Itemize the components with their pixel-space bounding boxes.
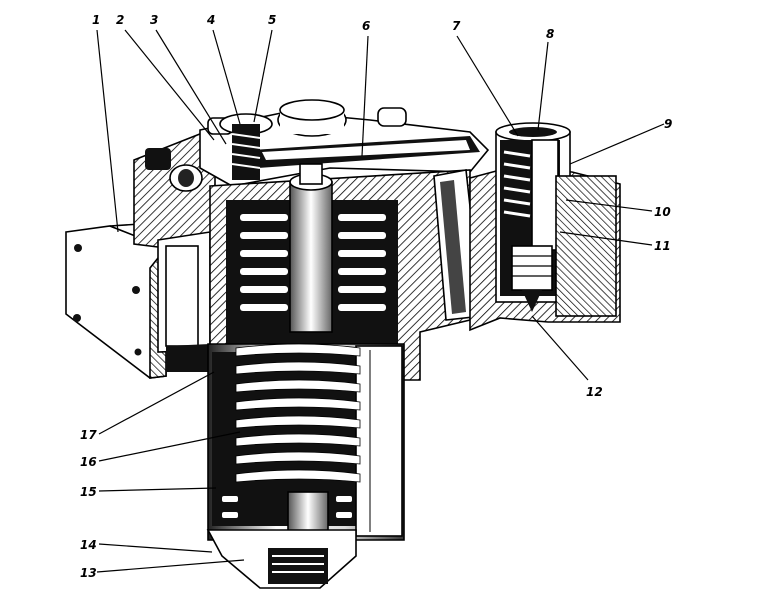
callout-17: 17 (80, 428, 97, 442)
callout-2: 2 (116, 13, 124, 27)
callout-10: 10 (654, 205, 671, 219)
top-cover (199, 99, 490, 187)
relief-valve-block (469, 122, 621, 332)
callout-7: 7 (452, 19, 461, 33)
callout-labels: 1 2 3 4 5 6 7 8 9 10 11 12 13 14 15 16 1… (80, 13, 672, 580)
adjusting-screw (219, 113, 273, 180)
callout-3: 3 (150, 13, 158, 27)
leader-lines (96, 29, 665, 573)
callout-14: 14 (80, 538, 97, 552)
callout-8: 8 (546, 27, 554, 41)
plunger-shaft (289, 163, 333, 333)
callout-1: 1 (92, 13, 100, 27)
callout-6: 6 (362, 19, 370, 33)
callout-15: 15 (80, 485, 97, 499)
pump-body (133, 126, 216, 372)
callout-12: 12 (586, 385, 603, 399)
callout-16: 16 (80, 455, 97, 469)
callout-11: 11 (654, 239, 671, 253)
bottom-cap (206, 529, 357, 589)
callout-4: 4 (206, 13, 215, 27)
callout-13: 13 (80, 566, 97, 580)
callout-9: 9 (664, 117, 672, 131)
callout-5: 5 (268, 13, 276, 27)
